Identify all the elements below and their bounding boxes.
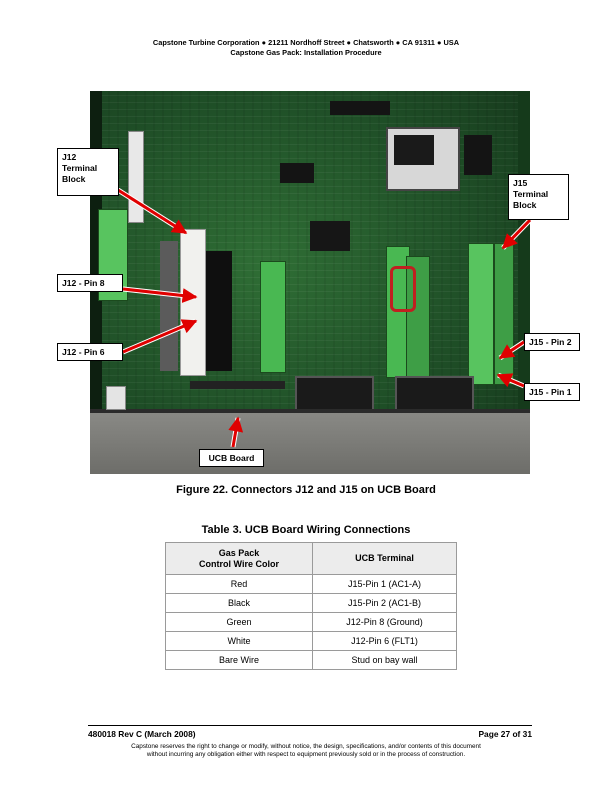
cell-ucb-terminal: J15-Pin 2 (AC1-B) <box>312 593 457 613</box>
header-wire-color: Gas Pack Control Wire Color <box>165 542 313 575</box>
table-caption: Table 3. UCB Board Wiring Connections <box>201 524 411 536</box>
cell-wire-color: Black <box>165 593 313 613</box>
callout-ucb-board: UCB Board <box>199 449 264 467</box>
cell-ucb-terminal: J15-Pin 1 (AC1-A) <box>312 574 457 594</box>
callout-j15-pin1: J15 - Pin 1 <box>524 383 580 401</box>
ucb-board-photo <box>90 91 530 474</box>
header-document-title: Capstone Gas Pack: Installation Procedur… <box>230 48 382 57</box>
wiring-table: Gas Pack Control Wire Color UCB Terminal… <box>165 542 457 670</box>
callout-j15-terminal-block: J15 Terminal Block <box>508 174 569 220</box>
table-row: Red J15-Pin 1 (AC1-A) <box>165 574 457 594</box>
table-row: White J12-Pin 6 (FLT1) <box>165 631 457 651</box>
page-header: Capstone Turbine Corporation ● 21211 Nor… <box>0 38 612 58</box>
disclaimer-line-1: Capstone reserves the right to change or… <box>131 743 481 750</box>
cell-wire-color: Red <box>165 574 313 594</box>
table-row: Bare Wire Stud on bay wall <box>165 650 457 670</box>
cell-wire-color: Bare Wire <box>165 650 313 670</box>
table-row: Black J15-Pin 2 (AC1-B) <box>165 593 457 613</box>
figure-caption: Figure 22. Connectors J12 and J15 on UCB… <box>176 484 436 496</box>
table-row: Green J12-Pin 8 (Ground) <box>165 612 457 632</box>
footer-page-number: Page 27 of 31 <box>478 729 532 739</box>
callout-j12-terminal-block: J12 Terminal Block <box>57 148 119 196</box>
cell-ucb-terminal: J12-Pin 8 (Ground) <box>312 612 457 632</box>
footer-document-id: 480018 Rev C (March 2008) <box>88 729 196 739</box>
footer-rule <box>88 725 532 726</box>
disclaimer-line-2: without incurring any obligation either … <box>146 751 466 758</box>
callout-j12-pin6: J12 - Pin 6 <box>57 343 123 361</box>
table-header-row: Gas Pack Control Wire Color UCB Terminal <box>165 542 457 575</box>
footer-disclaimer: Capstone reserves the right to change or… <box>0 743 612 759</box>
cell-wire-color: Green <box>165 612 313 632</box>
header-company-line: Capstone Turbine Corporation ● 21211 Nor… <box>152 38 460 47</box>
header-ucb-terminal: UCB Terminal <box>312 542 457 575</box>
cell-wire-color: White <box>165 631 313 651</box>
callout-j15-pin2: J15 - Pin 2 <box>524 333 580 351</box>
cell-ucb-terminal: Stud on bay wall <box>312 650 457 670</box>
callout-j12-pin8: J12 - Pin 8 <box>57 274 123 292</box>
cell-ucb-terminal: J12-Pin 6 (FLT1) <box>312 631 457 651</box>
